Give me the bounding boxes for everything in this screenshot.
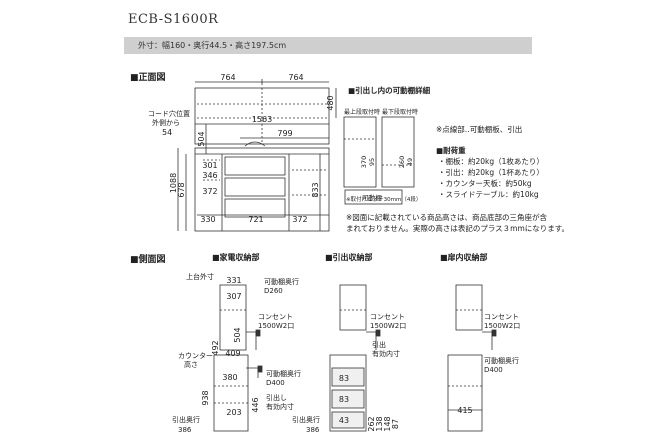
drawer-detail-title: ■引出し内の可動棚詳細 [348, 86, 431, 95]
pull-depth-label: 引出奥行 [172, 416, 200, 424]
dim-380: 380 [222, 373, 237, 382]
appliance-outlet-spec: 1500W2口 [258, 322, 295, 330]
dim-203: 203 [226, 408, 241, 417]
drawer-outlet-spec: 1500W2口 [370, 322, 407, 330]
drawer-val-43: 43 [339, 416, 349, 425]
dim-top-right-width: 764 [288, 73, 303, 82]
dim-678: 678 [177, 182, 186, 197]
load-slide-table: ・スライドテーブル：約10kg [438, 190, 539, 199]
door-shelf-depth-value: D400 [484, 366, 503, 374]
cord-hole-value: 54 [162, 128, 173, 137]
dim-492: 492 [211, 340, 220, 355]
dim-331: 331 [226, 276, 241, 285]
dim-446: 446 [251, 397, 260, 412]
dim-bottom-330: 330 [200, 215, 215, 224]
lower-cabinet [194, 147, 330, 232]
dim-346: 346 [202, 171, 217, 180]
detail-dim-370: 370 [360, 156, 368, 168]
dim-409: 409 [225, 349, 240, 358]
appliance-outlet-label: コンセント [258, 313, 293, 321]
detail-dim-260: 260 [398, 156, 406, 168]
shelf-depth2-value: D400 [266, 379, 285, 387]
load-shelf: ・棚板：約20kg（1枚あたり） [438, 157, 544, 166]
drawer-depth-label: 引出し [266, 394, 287, 402]
door-outlet-label: コンセント [484, 313, 519, 321]
front-view-title: ■正面図 [130, 73, 166, 83]
detail-bottom-label: 最下段取付時 [382, 109, 419, 116]
door-section-title: ■扉内収納部 [440, 253, 488, 262]
model-number: ECB-S1600R [128, 12, 219, 27]
shelf-pitch-caption: ※取付けピッチ30mm（4段） [346, 197, 422, 203]
dotted-line-note: ※点線部‥可動棚板、引出 [436, 125, 523, 134]
load-drawer: ・引出：約20kg（1杯あたり） [438, 168, 544, 177]
dim-top-left-width: 764 [220, 73, 235, 82]
drawer-val-83-b: 83 [339, 395, 349, 404]
dim-415: 415 [457, 406, 472, 415]
counter-label: カウンター [178, 352, 213, 360]
dim-504-side: 504 [233, 327, 242, 342]
dim-307: 307 [226, 292, 241, 301]
counter-height-label: 高さ [184, 361, 198, 369]
shelf-depth-label: 可動棚奥行 [264, 278, 299, 286]
dim-480: 480 [326, 95, 335, 110]
dim-1088: 1088 [169, 173, 178, 193]
disclaimer-line-2: まれておりません。実際の高さは表記のプラス３mmになります。 [346, 224, 570, 233]
drawer-dim-148: 148 [383, 416, 392, 431]
cord-hole-label: コード穴位置 [148, 110, 190, 118]
spec-bar: 外寸：幅160・奥行44.5・高さ197.5cm [124, 37, 532, 54]
shelf-depth-value: D260 [264, 287, 283, 295]
detail-dim-95: 95 [368, 158, 376, 166]
dim-total-width: 1563 [252, 115, 272, 124]
cord-hole-label-2: 外側から [152, 119, 180, 127]
load-counter: ・カウンター天板：約50kg [438, 179, 532, 188]
drawer-pull-depth-value: 386 [306, 426, 320, 434]
dim-833: 833 [311, 182, 320, 197]
door-outlet-spec: 1500W2口 [484, 322, 521, 330]
drawer-inner-label: 引出 [372, 341, 386, 349]
pull-depth-value: 386 [178, 426, 192, 434]
drawer-section-title: ■引出収納部 [325, 253, 373, 262]
dim-504: 504 [197, 131, 206, 146]
dim-372a: 372 [202, 187, 217, 196]
detail-dim-49: 49 [406, 158, 414, 166]
drawer-pull-depth-label: 引出奥行 [292, 416, 320, 424]
side-view-title: ■側面図 [130, 255, 166, 265]
upper-outer-label: 上台外寸 [186, 273, 214, 281]
drawer-dim-138: 138 [375, 416, 384, 431]
appliance-section-title: ■家電収納部 [212, 253, 260, 262]
dim-bottom-372: 372 [292, 215, 307, 224]
dim-938: 938 [201, 390, 210, 405]
drawer-outlet-label: コンセント [370, 313, 405, 321]
door-shelf-depth-label: 可動棚奥行 [484, 357, 519, 365]
drawer-dim-262: 262 [367, 416, 376, 431]
dim-799: 799 [277, 129, 292, 138]
shelf-caption: 可動棚 [362, 193, 382, 202]
dim-301: 301 [202, 161, 217, 170]
detail-top-label: 最上段取付時 [344, 109, 381, 116]
drawer-depth-label-2: 有効内寸 [266, 403, 294, 411]
dim-bottom-721: 721 [248, 215, 263, 224]
drawer-dim-87: 87 [391, 419, 400, 429]
disclaimer-line-1: ※図面に記載されている商品高さは、商品底部の三角座が含 [346, 213, 548, 222]
drawer-val-83-a: 83 [339, 374, 349, 383]
drawer-inner-label-2: 有効内寸 [372, 350, 400, 358]
shelf-depth2-label: 可動棚奥行 [266, 370, 301, 378]
load-capacity-title: ■耐荷重 [436, 146, 466, 155]
